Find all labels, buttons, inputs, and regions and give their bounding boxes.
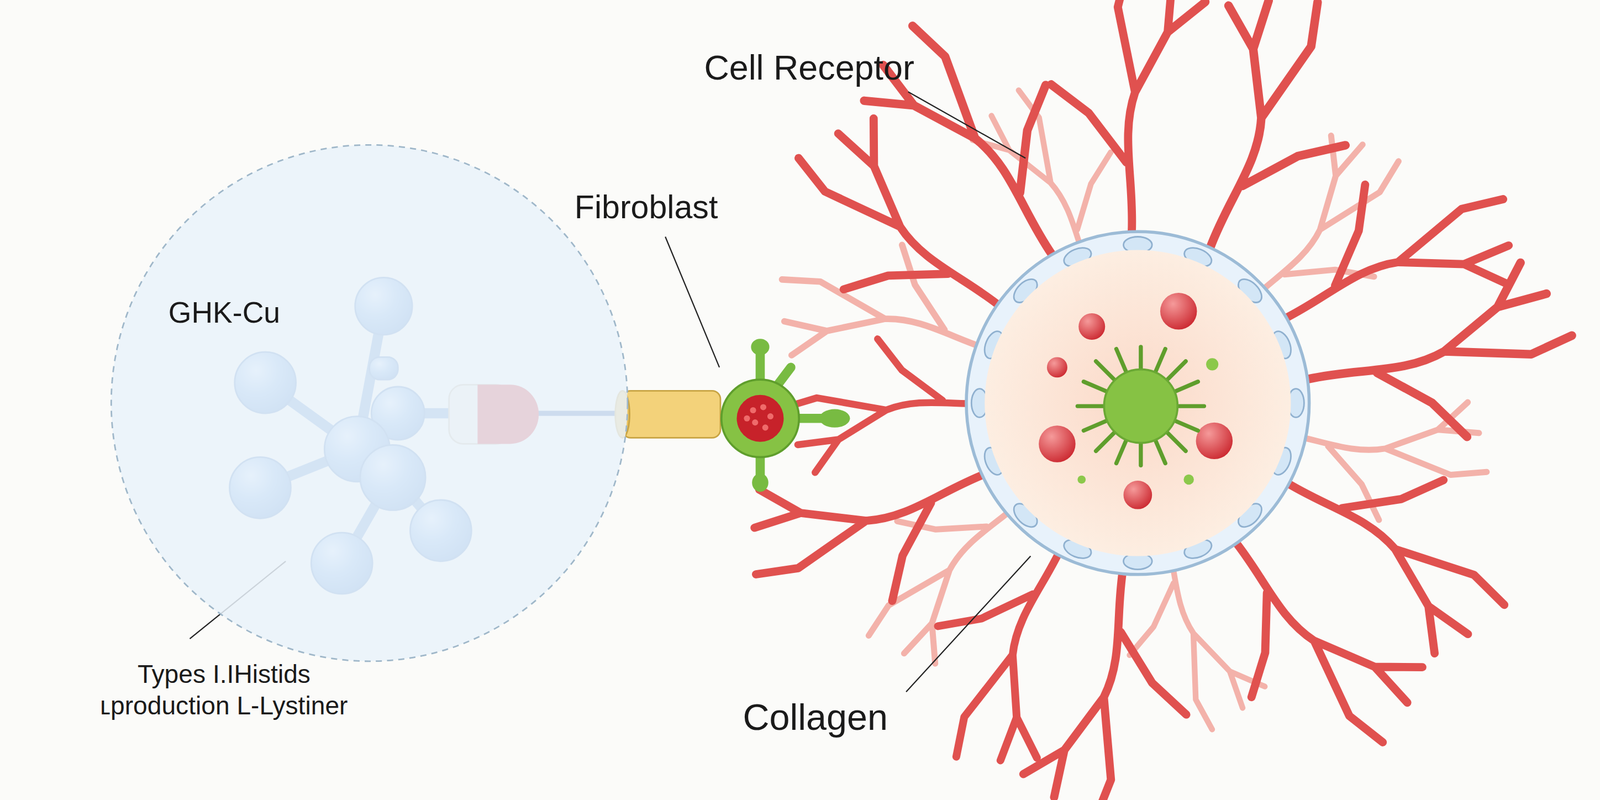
molecule-name: GHK-Cu	[168, 293, 333, 331]
cell-membrane	[966, 231, 1310, 575]
membrane-vesicles	[971, 236, 1304, 570]
dendrites	[724, 0, 1584, 800]
fibroblast-cell	[721, 338, 851, 492]
nucleus	[1077, 346, 1204, 466]
molecule-zone: GHK-Cu	[109, 143, 630, 664]
part-label: Fibroblast	[574, 186, 779, 228]
note-text: Types I.IHistids ʟproduction L-Lystiner	[83, 658, 365, 722]
part-label: Cell Receptor	[703, 45, 970, 89]
dashed-circle	[109, 143, 630, 664]
cytoplasm	[984, 250, 1291, 557]
part-label: Collagen	[743, 693, 947, 740]
organelles	[1038, 292, 1233, 510]
